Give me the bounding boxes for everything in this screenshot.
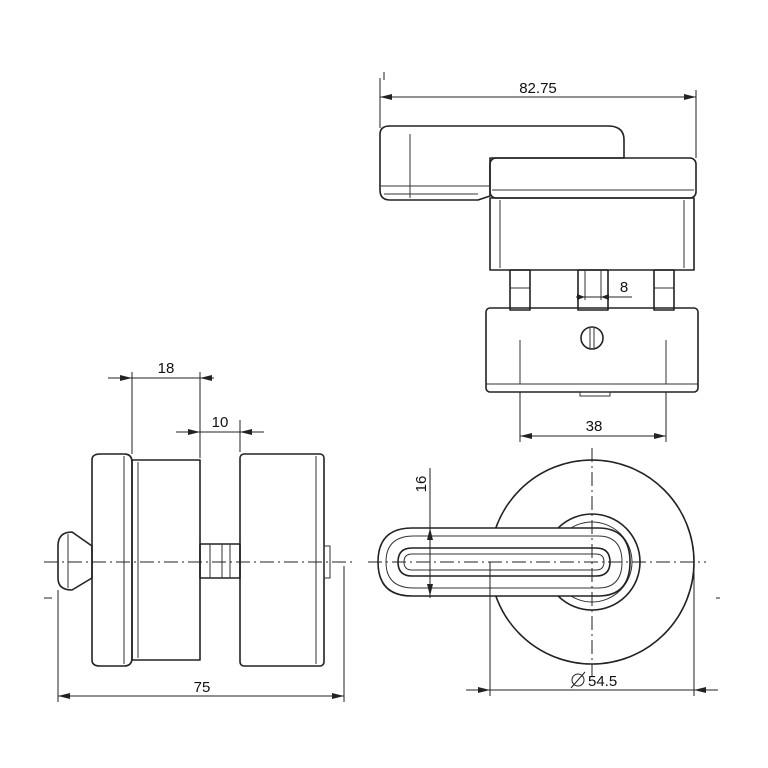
front-view [368,448,706,676]
top-shaft [577,269,609,311]
side-body [131,459,201,661]
dim-top-width-label: 82.75 [519,80,557,97]
front-slot [397,547,611,577]
dim-shaft-width-label: 8 [620,279,628,296]
side-knob [57,531,93,591]
dim-top-width: 82.75 [379,78,697,158]
top-lever [379,125,625,201]
diameter-icon [570,671,586,689]
dim-disc-diameter: 54.5 [466,562,718,696]
side-base [239,453,325,667]
dim-disc-diameter-label: 54.5 [588,673,617,690]
top-body [489,197,695,271]
dim-handle-height: 16 [412,468,436,598]
side-shaft [199,543,241,579]
top-post-right [653,269,675,311]
top-view [379,125,699,397]
top-cap [489,157,697,199]
dim-shaft-width: 8 [576,279,632,300]
dim-side-mid-gap: 10 [176,414,264,458]
dim-side-left-gap: 18 [108,360,214,458]
dim-base-inner-label: 38 [586,418,603,435]
dim-side-left-gap-label: 18 [158,360,175,377]
dim-handle-height-label: 16 [413,476,430,493]
dim-base-inner: 38 [519,392,667,442]
front-handle [377,527,631,597]
side-view [44,453,356,667]
side-flange [91,453,133,667]
dim-side-total-label: 75 [194,679,211,696]
dim-side-mid-gap-label: 10 [212,414,229,431]
dim-side-total: 75 [57,566,345,702]
top-screw [580,326,604,350]
top-post-left [509,269,531,311]
